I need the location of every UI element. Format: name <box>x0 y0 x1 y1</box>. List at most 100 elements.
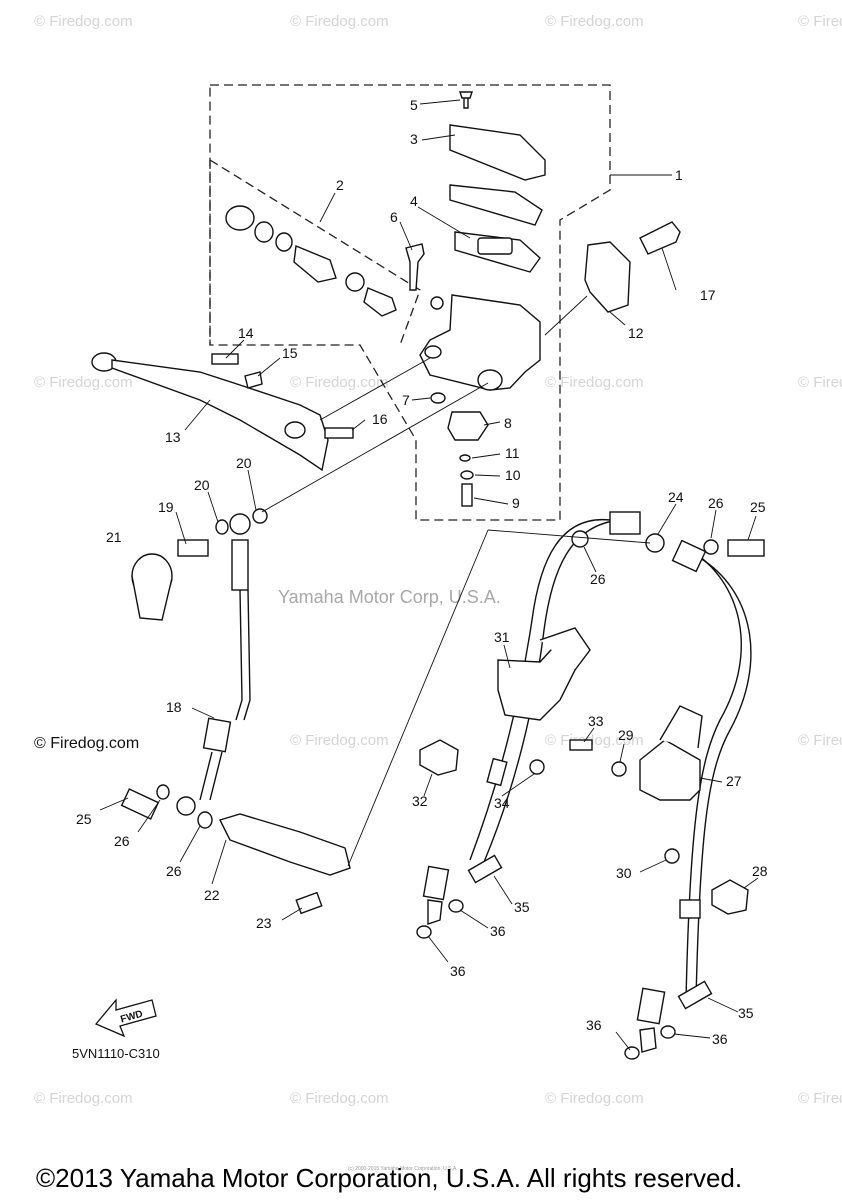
label-35a: 35 <box>514 899 530 915</box>
leader <box>673 1033 711 1039</box>
link-line <box>319 357 431 421</box>
label-7: 7 <box>402 392 410 408</box>
washer-26a <box>156 784 170 800</box>
leader <box>707 997 739 1013</box>
watermark: © Firedog.com <box>545 13 644 30</box>
leader <box>615 1031 631 1051</box>
label-27: 27 <box>726 773 742 789</box>
lever-pivot <box>284 421 306 439</box>
label-36d: 36 <box>586 1017 602 1033</box>
watermark: © Firedog.com <box>545 374 644 391</box>
brake-switch <box>447 411 489 441</box>
watermark: © Firedog.com <box>798 13 842 30</box>
banjo-lower-right <box>639 1027 657 1053</box>
leader <box>419 99 461 105</box>
leader <box>544 295 588 336</box>
nut-30 <box>664 848 680 864</box>
nut-29 <box>611 761 627 777</box>
label-32: 32 <box>412 793 428 809</box>
leader <box>661 247 677 291</box>
bolt-19 <box>177 539 209 557</box>
washer-36d <box>624 1046 640 1060</box>
label-4: 4 <box>410 193 418 209</box>
leader <box>503 644 511 669</box>
copyright-notice: ©2013 Yamaha Motor Corporation, U.S.A. A… <box>36 1163 742 1193</box>
label-36b: 36 <box>450 963 466 979</box>
piston <box>293 245 337 283</box>
hose-24-fitting <box>609 511 641 535</box>
nut-34 <box>529 759 545 775</box>
bolt-33 <box>569 739 593 751</box>
leader <box>459 909 489 929</box>
label-20b: 20 <box>236 455 252 471</box>
hose-joint <box>202 717 232 753</box>
hose-18-lower <box>199 751 223 801</box>
leader <box>423 773 433 797</box>
label-1: 1 <box>675 167 683 183</box>
assembly-outline <box>209 84 611 521</box>
washer-26e <box>571 530 589 548</box>
leader <box>657 503 677 535</box>
nut-15 <box>244 371 263 389</box>
label-22: 22 <box>204 887 220 903</box>
link-line <box>261 382 489 513</box>
leader <box>191 707 215 719</box>
leader <box>351 419 366 431</box>
bolt-25b <box>727 539 765 557</box>
washer-26c <box>197 811 213 829</box>
bolt-17 <box>639 221 681 255</box>
connection-lines <box>261 357 651 867</box>
leader <box>319 192 336 223</box>
leader <box>427 935 449 963</box>
hose-right-b <box>695 557 752 1001</box>
washer <box>275 232 293 252</box>
body-boss <box>430 296 444 310</box>
link-line <box>487 529 651 544</box>
hose-end-fitting-right <box>636 987 666 1025</box>
watermark: © Firedog.com <box>798 374 842 391</box>
leader <box>411 397 431 401</box>
cap-plate <box>449 184 543 226</box>
bracket-31-loop <box>539 627 591 671</box>
leader <box>207 491 219 523</box>
cup <box>345 272 365 292</box>
label-12: 12 <box>628 325 644 341</box>
label-36c: 36 <box>712 1031 728 1047</box>
label-10: 10 <box>505 467 521 483</box>
label-18: 18 <box>166 699 182 715</box>
leader <box>99 797 129 811</box>
leader <box>225 339 245 359</box>
washer-20a <box>215 519 229 535</box>
hose-18 <box>235 589 251 721</box>
label-21: 21 <box>106 529 122 545</box>
clamp-32 <box>419 739 459 776</box>
small-print: (c) 2000-2015 Yamaha Motor Corporation, … <box>348 1166 458 1172</box>
leader <box>473 497 509 505</box>
label-9: 9 <box>512 495 520 511</box>
center-watermark: Yamaha Motor Corp, U.S.A. <box>278 587 501 607</box>
label-26b: 26 <box>590 571 606 587</box>
leader <box>483 421 501 426</box>
label-29: 29 <box>618 727 634 743</box>
label-26d: 26 <box>166 863 182 879</box>
joint-22 <box>219 813 351 876</box>
label-17: 17 <box>700 287 716 303</box>
leader <box>639 859 667 873</box>
leader <box>474 474 501 477</box>
label-20a: 20 <box>194 477 210 493</box>
label-13: 13 <box>165 429 181 445</box>
label-34: 34 <box>494 795 510 811</box>
label-11: 11 <box>505 445 520 461</box>
bolt-6 <box>405 243 425 291</box>
leader <box>137 799 161 833</box>
leader <box>583 546 597 573</box>
watermark: © Firedog.com <box>798 732 842 749</box>
washer-36c <box>660 1025 676 1039</box>
watermark: © Firedog.com <box>545 1090 644 1107</box>
leader <box>211 839 227 885</box>
banjo-lower-left <box>427 899 443 925</box>
watermark: © Firedog.com <box>34 1090 133 1107</box>
label-23: 23 <box>256 915 272 931</box>
washer-36b <box>416 925 432 939</box>
